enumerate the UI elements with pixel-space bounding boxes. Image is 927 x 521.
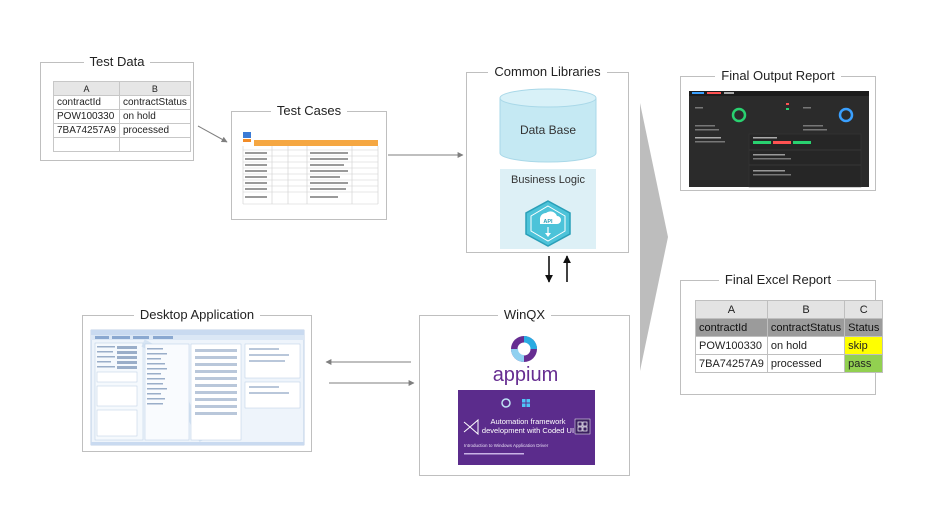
test-cases-panel: Test Cases bbox=[231, 103, 387, 220]
common-libraries-title: Common Libraries bbox=[488, 64, 607, 79]
table-row: contractId contractStatus Status bbox=[695, 318, 884, 337]
business-logic-box: Business Logic API bbox=[500, 169, 596, 249]
table-cell: Status bbox=[844, 318, 884, 337]
table-cell: processed bbox=[766, 354, 846, 373]
appium-label: appium bbox=[492, 364, 559, 386]
final-excel-report-title: Final Excel Report bbox=[718, 272, 838, 287]
arrow-testdata-to-testcases bbox=[197, 125, 228, 143]
business-logic-label: Business Logic bbox=[511, 174, 585, 186]
output-report-thumbnail bbox=[689, 91, 869, 188]
table-row: 7BA74257A9 processed bbox=[53, 123, 191, 138]
banner-icons bbox=[463, 398, 591, 455]
api-label: API bbox=[543, 219, 553, 225]
banner-subtitle: Introduction to Windows Application Driv… bbox=[464, 443, 549, 448]
table-row bbox=[53, 137, 191, 152]
winqx-panel: WinQX appium Automation framework develo… bbox=[419, 307, 630, 476]
desktop-application-title: Desktop Application bbox=[133, 307, 261, 322]
status-cell: skip bbox=[844, 336, 884, 355]
banner-title-line2: development with Coded UI bbox=[481, 426, 575, 435]
common-libraries-panel: Common Libraries Data Base Business Logi… bbox=[466, 64, 629, 253]
database-icon bbox=[499, 88, 597, 163]
big-output-arrow bbox=[640, 103, 668, 371]
table-cell: 7BA74257A9 bbox=[695, 354, 768, 373]
desktop-application-panel: Desktop Application bbox=[82, 307, 312, 452]
winqx-title: WinQX bbox=[497, 307, 552, 322]
coded-ui-banner: Automation framework development with Co… bbox=[458, 390, 595, 465]
desktop-app-screenshot bbox=[90, 329, 305, 446]
column-header: B bbox=[118, 81, 191, 96]
test-data-table: A B contractId contractStatus POW100330 … bbox=[53, 81, 191, 152]
final-output-report-panel: Final Output Report bbox=[680, 68, 876, 191]
test-data-panel: Test Data A B contractId contractStatus … bbox=[40, 54, 194, 161]
final-excel-report-panel: Final Excel Report A B C contractId cont… bbox=[680, 272, 884, 395]
database-label: Data Base bbox=[519, 123, 577, 137]
final-excel-table: A B C contractId contractStatus Status P… bbox=[695, 300, 884, 373]
test-cases-title: Test Cases bbox=[270, 103, 348, 118]
final-output-report-title: Final Output Report bbox=[715, 68, 841, 83]
test-cases-thumbnail bbox=[242, 132, 379, 205]
test-data-title: Test Data bbox=[83, 54, 151, 69]
api-hexagon-icon: API bbox=[525, 200, 571, 247]
table-row: 7BA74257A9 processed pass bbox=[695, 354, 884, 373]
status-cell: pass bbox=[844, 354, 884, 373]
banner-title-line1: Automation framework bbox=[490, 417, 566, 426]
appium-logo-icon bbox=[511, 336, 537, 362]
table-cell: contractId bbox=[695, 318, 768, 337]
table-row: POW100330 on hold bbox=[53, 109, 191, 124]
